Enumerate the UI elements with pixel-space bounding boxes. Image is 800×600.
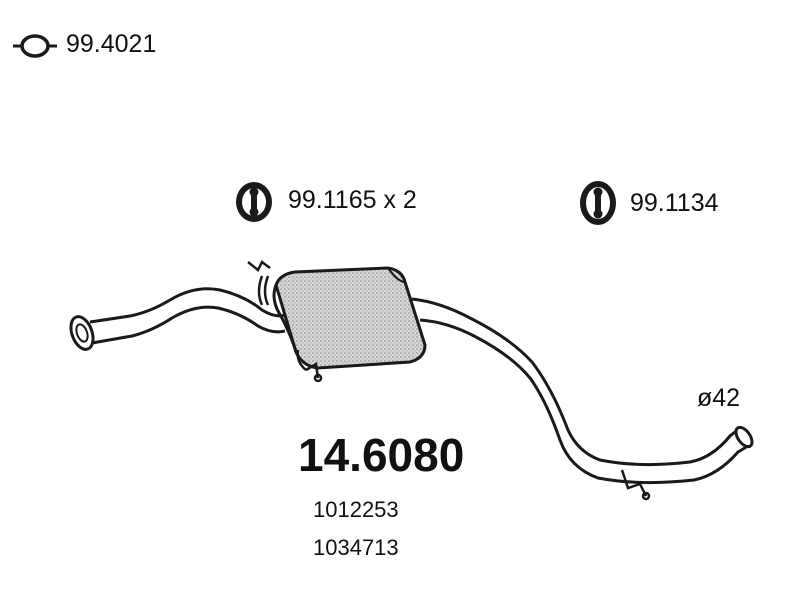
front-hanger-bracket	[247, 260, 271, 306]
product-number: 14.6080	[298, 429, 465, 481]
outlet-end	[734, 425, 754, 449]
hanger-pair-part-number: 99.1165 x 2	[288, 186, 417, 214]
hanger-single-part-number: 99.1134	[630, 189, 719, 217]
rubber-hanger-icon	[236, 182, 272, 222]
muffler	[272, 266, 427, 370]
rear-hanger-bracket	[296, 349, 323, 383]
oe-number: 1034713	[313, 535, 399, 560]
pipe-diameter-label: ø42	[697, 384, 741, 412]
rear-pipe	[411, 297, 741, 467]
inlet-flange	[69, 315, 95, 351]
front-pipe	[89, 287, 286, 324]
rubber-hanger-icon	[580, 181, 616, 225]
gasket-part-number: 99.4021	[66, 30, 157, 58]
oe-number: 1012253	[313, 497, 399, 522]
tail-hanger-bracket	[620, 469, 651, 501]
gasket-ring-icon	[13, 34, 57, 58]
